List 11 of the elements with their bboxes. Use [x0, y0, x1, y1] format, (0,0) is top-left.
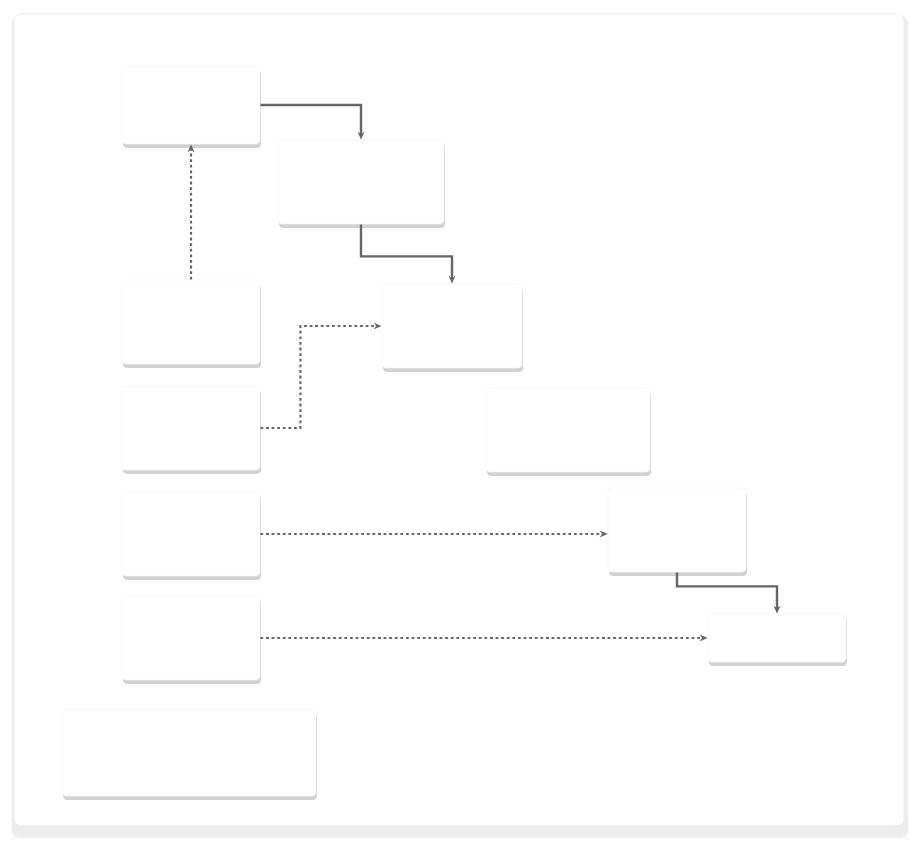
box [277, 139, 445, 228]
box [707, 613, 847, 666]
box [381, 283, 523, 372]
box [607, 487, 747, 576]
box [121, 595, 261, 684]
box [121, 65, 261, 148]
box [121, 385, 261, 474]
box [121, 279, 261, 368]
box [485, 387, 651, 476]
box [121, 491, 261, 580]
box [61, 709, 317, 800]
